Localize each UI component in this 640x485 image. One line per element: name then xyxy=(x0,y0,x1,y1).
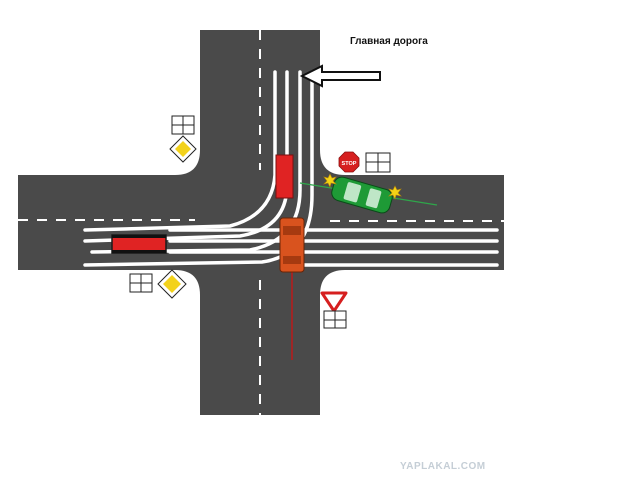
priority-road-sign-icon xyxy=(169,135,197,163)
watermark: YAPLAKAL.COM xyxy=(400,461,486,472)
arrow-icon xyxy=(299,64,381,88)
priority-road-sign-bottom xyxy=(129,269,187,299)
main-road-caption: Главная дорога xyxy=(350,36,428,47)
stop-sign-text: STOP xyxy=(342,161,357,167)
red-car-horizontal xyxy=(111,234,167,254)
intersection-plate-icon xyxy=(323,310,347,329)
priority-road-sign-icon xyxy=(157,269,187,299)
red-car-vertical xyxy=(275,154,294,199)
orange-car xyxy=(279,217,305,273)
yield-sign-group xyxy=(320,291,348,329)
impact-star-icon xyxy=(323,173,402,200)
yield-sign-icon xyxy=(320,291,348,313)
priority-road-sign-top xyxy=(169,115,197,163)
green-car xyxy=(331,176,393,214)
intersection-plate-icon xyxy=(171,115,195,135)
stop-sign-icon: STOP xyxy=(338,151,360,173)
intersection-plate-icon xyxy=(365,152,391,173)
lane-markings xyxy=(18,30,504,415)
stop-sign-group: STOP xyxy=(338,151,391,173)
intersection-plate-icon xyxy=(129,273,153,293)
